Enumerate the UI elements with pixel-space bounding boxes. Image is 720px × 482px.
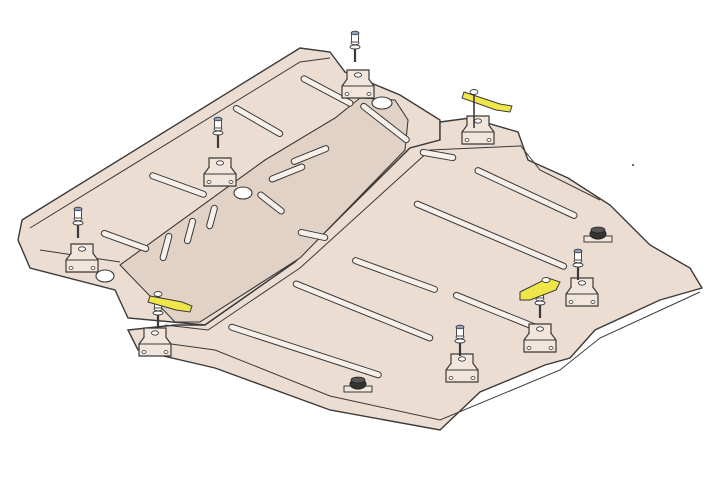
mounting-bracket-icon	[445, 353, 479, 383]
mounting-bracket-icon	[565, 277, 599, 307]
round-holes	[95, 96, 393, 283]
center-panel	[119, 97, 409, 323]
center-vertical-slots	[159, 204, 218, 262]
mounting-bracket-icon	[65, 243, 99, 273]
mounting-bracket-icon	[138, 327, 172, 357]
clamp-icon	[461, 89, 513, 128]
mounting-bracket-icon	[341, 69, 375, 99]
skid-plate-right-section	[126, 117, 704, 431]
mounting-bracket-icon	[523, 323, 557, 353]
yellow-clamps	[147, 89, 561, 313]
clamp-icon	[147, 291, 193, 313]
slot-cutouts	[100, 75, 578, 379]
mounting-bracket-icon	[461, 115, 495, 145]
crease-lines	[29, 57, 701, 421]
mounting-bracket-icon	[203, 157, 237, 187]
clamp-icon	[519, 277, 561, 301]
stray-dot	[632, 164, 634, 166]
bolt-icon	[348, 30, 362, 64]
